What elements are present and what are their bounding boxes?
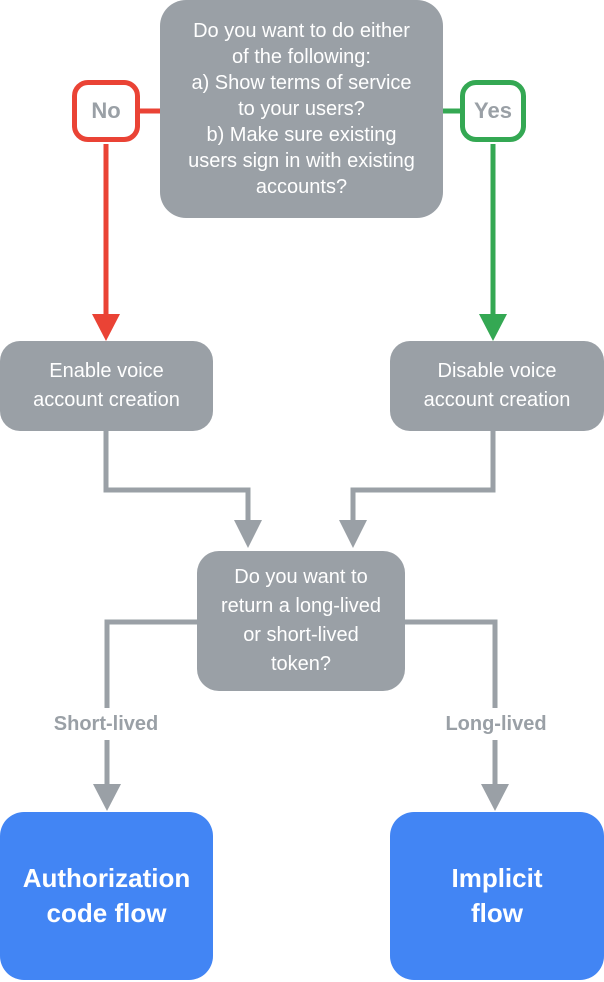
root-question-line: users sign in with existing bbox=[188, 150, 415, 172]
arrow-down-red-icon bbox=[92, 314, 120, 341]
token-question-line: Do you want to bbox=[234, 566, 368, 588]
badge-no: No bbox=[72, 80, 140, 142]
auth-flow-line: code flow bbox=[46, 898, 167, 928]
token-question-line: or short-lived bbox=[243, 624, 359, 646]
root-question-line: a) Show terms of service bbox=[191, 72, 412, 94]
enable-merge-line bbox=[103, 431, 251, 524]
token-question-line: return a long-lived bbox=[220, 595, 382, 617]
arrow-down-gray-icon bbox=[481, 784, 509, 811]
node-disable-voice-account-creation: Disable voice account creation bbox=[390, 341, 604, 431]
enable-box-line: account creation bbox=[33, 389, 180, 411]
arrow-down-green-icon bbox=[479, 314, 507, 341]
node-token-question: Do you want to return a long-lived or sh… bbox=[197, 551, 405, 691]
disable-box-line: Disable voice bbox=[437, 360, 557, 382]
connector-yes-branch bbox=[441, 108, 507, 341]
long-lived-label-text: Long-lived bbox=[445, 713, 547, 735]
node-implicit-flow: Implicit flow bbox=[390, 812, 604, 980]
badge-yes: Yes bbox=[460, 80, 526, 142]
node-authorization-code-flow: Authorization code flow bbox=[0, 812, 213, 980]
implicit-flow-line: flow bbox=[471, 898, 523, 928]
root-question-line: Do you want to do either bbox=[193, 20, 410, 42]
badge-yes-label: Yes bbox=[474, 98, 512, 123]
arrow-down-gray-icon bbox=[93, 784, 121, 811]
edge-label-long-lived: Long-lived bbox=[410, 708, 582, 740]
root-question-line: of the following: bbox=[232, 46, 371, 68]
connector-enable-to-token bbox=[103, 431, 262, 548]
token-question-line: token? bbox=[270, 653, 332, 675]
disable-box-line: account creation bbox=[423, 389, 571, 411]
enable-box-line: Enable voice bbox=[49, 360, 164, 382]
root-question-line: b) Make sure existing bbox=[206, 124, 397, 146]
root-question-line: to your users? bbox=[238, 98, 365, 120]
node-root-question: Do you want to do either of the followin… bbox=[160, 0, 443, 218]
arrow-down-gray-icon bbox=[234, 520, 262, 548]
node-enable-voice-account-creation: Enable voice account creation bbox=[0, 341, 213, 431]
root-question-line: accounts? bbox=[255, 176, 348, 198]
disable-merge-line bbox=[350, 431, 496, 524]
short-lived-line bbox=[104, 619, 197, 786]
arrow-down-gray-icon bbox=[339, 520, 367, 548]
connector-disable-to-token bbox=[339, 431, 496, 548]
implicit-flow-line: Implicit bbox=[451, 863, 543, 893]
long-lived-line bbox=[405, 619, 498, 786]
auth-flow-line: Authorization bbox=[22, 863, 191, 893]
short-lived-label-text: Short-lived bbox=[53, 713, 159, 735]
edge-label-short-lived: Short-lived bbox=[22, 708, 190, 740]
badge-no-label: No bbox=[91, 98, 121, 123]
connector-no-branch bbox=[92, 108, 162, 341]
